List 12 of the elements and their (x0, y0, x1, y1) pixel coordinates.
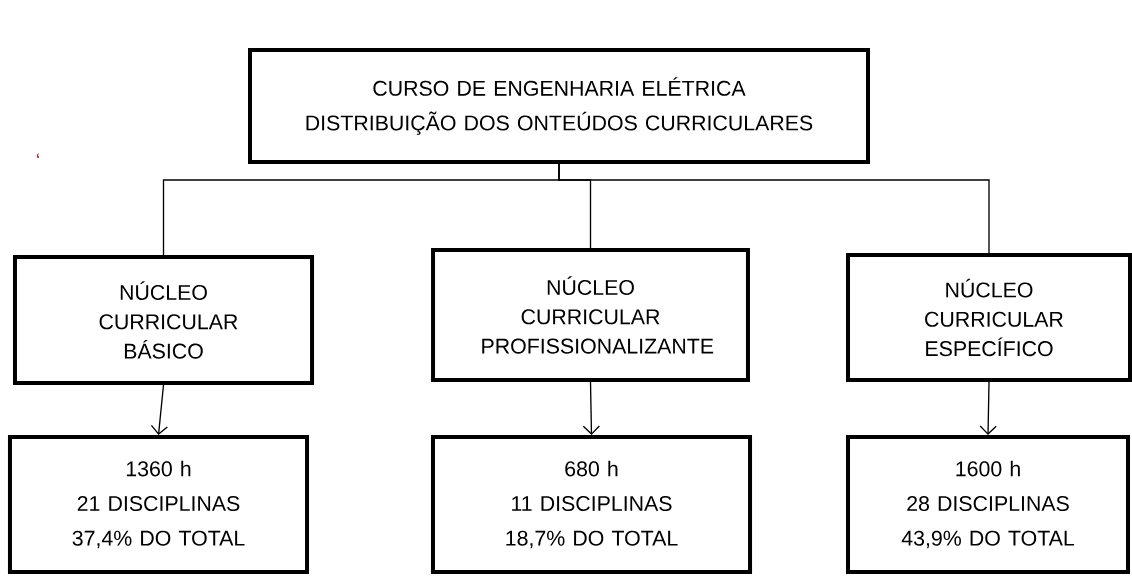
arrow (582, 381, 600, 436)
stray-mark: ‘ (37, 153, 39, 158)
arrow (150, 384, 168, 436)
connector-line (558, 163, 990, 254)
category-box: NÚCLEO CURRICULAR ESPECÍFICO (846, 252, 1132, 383)
category-box: NÚCLEO CURRICULAR PROFISSIONALIZANTE (431, 248, 750, 382)
category-box: NÚCLEO CURRICULAR BÁSICO (12, 255, 315, 385)
summary-box: 680 h 11 DISCIPLINAS 18,7% DO TOTAL (430, 435, 753, 574)
summary-box: 1360 h 21 DISCIPLINAS 37,4% DO TOTAL (7, 435, 310, 574)
title-box: CURSO DE ENGENHARIA ELÉTRICA DISTRIBUIÇÃO DOS ONTEÚDOS CURRICULARES (248, 48, 870, 164)
arrow (979, 381, 997, 436)
summary-box: 1600 h 28 DISCIPLINAS 43,9% DO TOTAL (846, 435, 1130, 574)
